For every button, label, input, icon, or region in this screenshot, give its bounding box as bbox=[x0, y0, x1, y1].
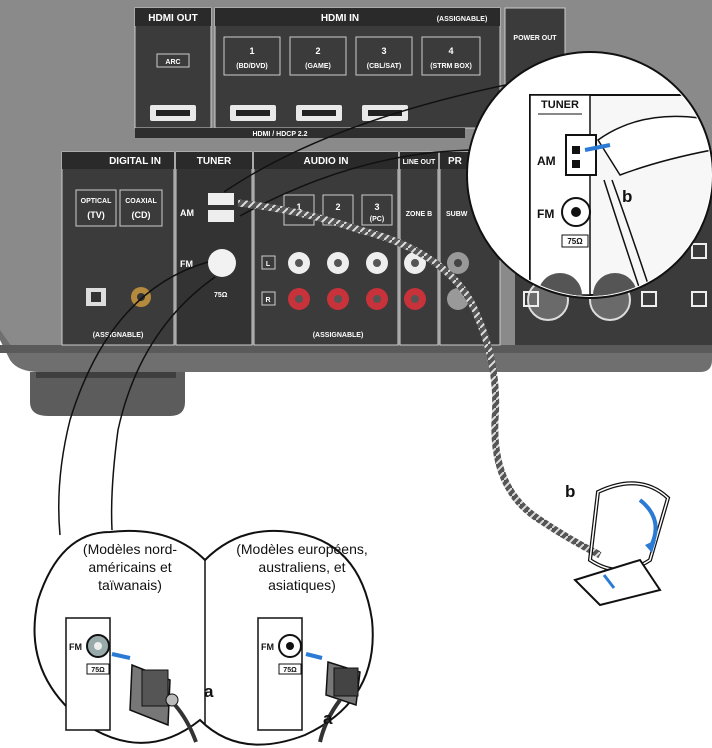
subwoofer-label: SUBW bbox=[446, 211, 468, 218]
receiver-foot bbox=[30, 372, 185, 416]
audio-in-assignable: (ASSIGNABLE) bbox=[313, 332, 364, 339]
digital-in-label: DIGITAL IN bbox=[109, 156, 161, 167]
tuner-label: TUNER bbox=[197, 156, 232, 167]
digital-in-assignable: (ASSIGNABLE) bbox=[93, 332, 144, 339]
hdmi-in-3-name: (CBL/SAT) bbox=[367, 63, 401, 70]
hdmi-in-4-num: 4 bbox=[448, 46, 453, 56]
hdmi-out-section: HDMI OUT ARC bbox=[134, 7, 212, 129]
right-caption-line3: asiatiques) bbox=[268, 577, 336, 593]
antenna-stand bbox=[573, 558, 662, 607]
hdcp-label: HDMI / HDCP 2.2 bbox=[252, 131, 307, 138]
insert-arrow-icon bbox=[584, 143, 611, 152]
tuner-zoom-callout: TUNER AM FM 75Ω b bbox=[466, 51, 712, 299]
hdmi-in-3-num: 3 bbox=[381, 46, 386, 56]
left-callout-a: a bbox=[204, 682, 214, 701]
fm-label: FM bbox=[180, 259, 193, 269]
hdmi-in-1-num: 1 bbox=[249, 46, 254, 56]
hdmi-out-label: HDMI OUT bbox=[148, 13, 197, 24]
zoom-callout-b: b bbox=[622, 187, 632, 206]
hdmi-in-section: HDMI IN (ASSIGNABLE) 1 (BD/DVD) 2 (GAME)… bbox=[214, 7, 501, 129]
coaxial-cd-label: (CD) bbox=[132, 210, 151, 220]
left-fm-label: FM bbox=[69, 642, 82, 652]
hdmi-in-1-name: (BD/DVD) bbox=[236, 63, 268, 70]
optical-label: OPTICAL bbox=[81, 198, 112, 205]
antenna-callout-b: b bbox=[565, 482, 575, 501]
zoom-tuner-label: TUNER bbox=[541, 99, 579, 111]
right-callout-a: a bbox=[323, 709, 333, 728]
hdmi-in-4-name: (STRM BOX) bbox=[430, 63, 472, 70]
audio-in-section: AUDIO IN 1 2 3 (PC) L R (ASSIGNABLE) bbox=[253, 151, 399, 346]
left-caption-line3: taïwanais) bbox=[98, 577, 162, 593]
right-caption-line2: australiens, et bbox=[258, 559, 345, 575]
f-type-connector: FM 75Ω bbox=[65, 617, 198, 743]
arc-label: ARC bbox=[165, 59, 180, 66]
coaxial-label: COAXIAL bbox=[125, 198, 157, 205]
tuner-ohm-label: 75Ω bbox=[214, 292, 228, 299]
tuner-section: TUNER AM FM 75Ω bbox=[175, 151, 253, 346]
power-out-label: POWER OUT bbox=[513, 35, 557, 42]
am-label: AM bbox=[180, 208, 194, 218]
optical-tv-label: (TV) bbox=[87, 210, 105, 220]
am-terminal bbox=[208, 210, 234, 222]
audio-in-label: AUDIO IN bbox=[304, 156, 349, 167]
am-antenna-cable bbox=[237, 199, 602, 559]
rotate-arrow-icon bbox=[638, 498, 658, 549]
zoom-ohm-label: 75Ω bbox=[567, 237, 583, 246]
am-terminal bbox=[208, 193, 234, 205]
left-insert-arrow-icon bbox=[111, 652, 131, 660]
right-insert-arrow-icon bbox=[305, 652, 323, 660]
audio-in-2: 2 bbox=[335, 202, 340, 212]
left-caption-line1: (Modèles nord- bbox=[83, 541, 177, 557]
left-ohm-label: 75Ω bbox=[91, 667, 105, 674]
pre-out-label: PR bbox=[448, 156, 463, 167]
zoom-fm-label: FM bbox=[537, 207, 554, 221]
am-loop-antenna bbox=[573, 481, 671, 607]
left-caption-line2: américains et bbox=[88, 559, 171, 575]
channel-r-label: R bbox=[265, 297, 270, 304]
zone-b-label: ZONE B bbox=[406, 211, 432, 218]
audio-in-1: 1 bbox=[296, 202, 301, 212]
iec-connector: FM 75Ω bbox=[257, 617, 361, 743]
audio-in-3: 3 bbox=[374, 202, 379, 212]
hdmi-in-2-num: 2 bbox=[315, 46, 320, 56]
hdmi-in-2-name: (GAME) bbox=[305, 63, 331, 70]
zoom-am-terminal bbox=[565, 134, 597, 176]
hdmi-in-label: HDMI IN bbox=[321, 13, 359, 24]
fm-jack bbox=[208, 249, 236, 277]
line-out-label: LINE OUT bbox=[403, 159, 436, 166]
right-fm-label: FM bbox=[261, 642, 274, 652]
digital-in-section: DIGITAL IN OPTICAL (TV) COAXIAL (CD) (AS… bbox=[61, 151, 175, 346]
audio-in-pc: (PC) bbox=[370, 216, 384, 223]
hdmi-in-assignable: (ASSIGNABLE) bbox=[437, 16, 488, 23]
right-caption-line1: (Modèles européens, bbox=[236, 541, 368, 557]
channel-l-label: L bbox=[266, 261, 271, 268]
right-ohm-label: 75Ω bbox=[283, 667, 297, 674]
zoom-am-label: AM bbox=[537, 154, 556, 168]
